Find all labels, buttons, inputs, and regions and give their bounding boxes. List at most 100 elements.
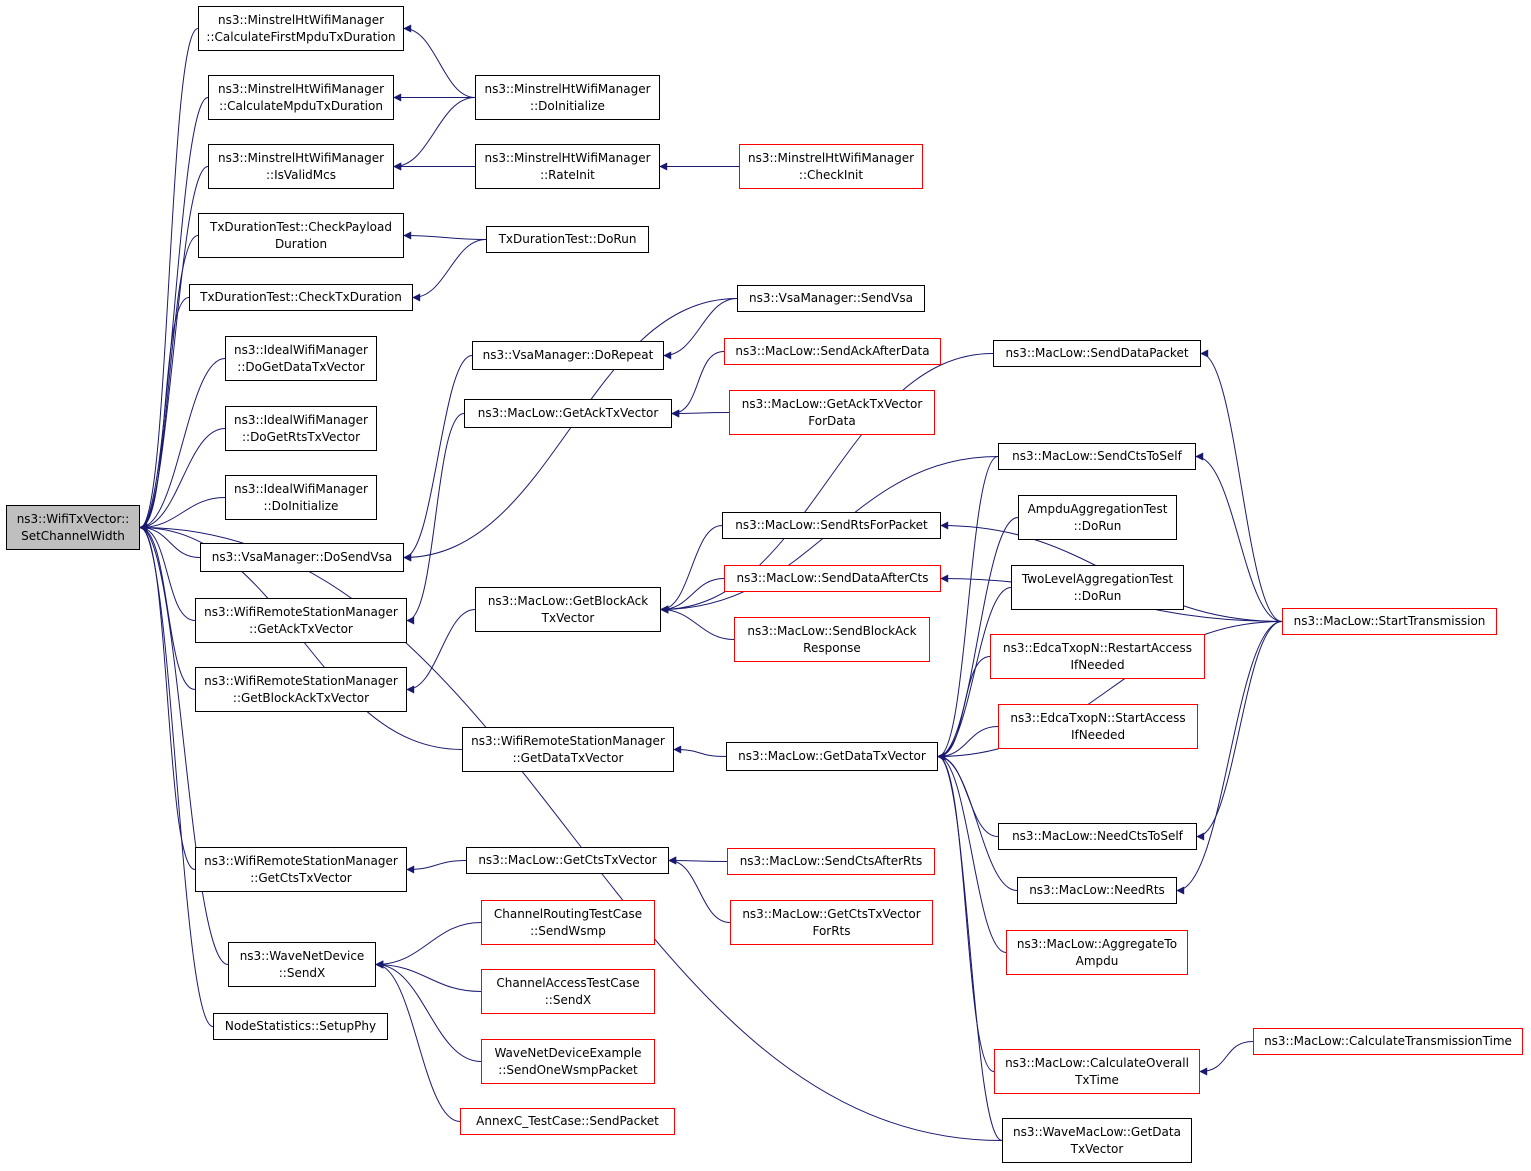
node-annexc[interactable]: AnnexC_TestCase::SendPacket bbox=[460, 1108, 675, 1135]
node-label-line: ns3::MinstrelHtWifiManager bbox=[217, 12, 385, 27]
node-ml-needrts[interactable]: ns3::MacLow::NeedRts bbox=[1017, 877, 1177, 904]
edge-ml-start-to-ml-needrts bbox=[1176, 621, 1283, 895]
node-vsa-send[interactable]: ns3::VsaManager::SendVsa bbox=[737, 285, 925, 312]
edge-tx-dorun-to-tx-payload bbox=[403, 231, 487, 240]
edge-vsa-repeat-to-vsa-dosend bbox=[403, 355, 473, 562]
node-crt-wsmp[interactable]: ChannelRoutingTestCase::SendWsmp bbox=[481, 900, 655, 945]
node-label-line: ::CalculateMpduTxDuration bbox=[219, 98, 383, 113]
node-ml-senddatapkt[interactable]: ns3::MacLow::SendDataPacket bbox=[993, 340, 1201, 367]
node-label-line: ::CheckInit bbox=[798, 167, 864, 182]
node-label-line: ns3::MacLow::SendBlockAck bbox=[747, 623, 917, 638]
node-ml-start[interactable]: ns3::MacLow::StartTransmission bbox=[1282, 608, 1497, 635]
node-ml-getdata[interactable]: ns3::MacLow::GetDataTxVector bbox=[726, 742, 938, 771]
node-wrsm-cts[interactable]: ns3::WifiRemoteStationManager::GetCtsTxV… bbox=[195, 847, 407, 892]
node-label-line: WaveNetDeviceExample bbox=[494, 1045, 642, 1060]
node-ht-doinit[interactable]: ns3::MinstrelHtWifiManager::DoInitialize bbox=[475, 75, 660, 120]
node-ht-rate[interactable]: ns3::MinstrelHtWifiManager::RateInit bbox=[475, 144, 660, 189]
node-vsa-dosend[interactable]: ns3::VsaManager::DoSendVsa bbox=[200, 543, 404, 572]
edge-wml-getdata-to-ml-getdata bbox=[937, 752, 1003, 1141]
node-label-line: Ampdu bbox=[1075, 953, 1119, 968]
node-label-line: ::SendX bbox=[544, 992, 592, 1007]
edge-ml-sendrts-to-ml-getblock bbox=[660, 525, 723, 614]
edge-vsa-send-to-vsa-dosend bbox=[403, 298, 738, 562]
edge-annexc-to-wave-sendx bbox=[375, 960, 461, 1122]
node-label-line: ns3::MacLow::GetCtsTxVector bbox=[742, 906, 921, 921]
node-ideal-rts[interactable]: ns3::IdealWifiManager::DoGetRtsTxVector bbox=[225, 406, 377, 451]
node-ideal-init[interactable]: ns3::IdealWifiManager::DoInitialize bbox=[225, 475, 377, 520]
node-label-line: ns3::MacLow::AggregateTo bbox=[1016, 936, 1178, 951]
node-label-line: TxDurationTest::DoRun bbox=[498, 232, 637, 246]
node-label-line: ForRts bbox=[812, 923, 851, 938]
node-ml-needcts[interactable]: ns3::MacLow::NeedCtsToSelf bbox=[998, 823, 1197, 850]
node-label-line: ::DoGetDataTxVector bbox=[237, 359, 365, 374]
node-label-line: ns3::MacLow::GetCtsTxVector bbox=[478, 853, 657, 867]
node-wave-sendx[interactable]: ns3::WaveNetDevice::SendX bbox=[228, 942, 376, 987]
edge-ml-start-to-ml-senddatapkt bbox=[1200, 349, 1283, 622]
node-tx-dorun[interactable]: TxDurationTest::DoRun bbox=[486, 226, 649, 253]
node-label-line: ns3::MacLow::GetDataTxVector bbox=[738, 749, 926, 763]
node-node-stats[interactable]: NodeStatistics::SetupPhy bbox=[213, 1013, 388, 1040]
edge-cat-sendx-to-wave-sendx bbox=[375, 960, 482, 992]
node-ht-first[interactable]: ns3::MinstrelHtWifiManager::CalculateFir… bbox=[198, 6, 404, 51]
edge-ml-senddatapkt-to-ml-getblock bbox=[660, 353, 994, 614]
node-ml-getcts[interactable]: ns3::MacLow::GetCtsTxVector bbox=[466, 847, 669, 874]
node-wrsm-data[interactable]: ns3::WifiRemoteStationManager::GetDataTx… bbox=[462, 727, 674, 772]
edge-ml-sendctstoself-to-ml-getdata bbox=[937, 456, 999, 761]
edge-wrsm-cts-to-root bbox=[139, 523, 196, 870]
edge-ml-senddataafter-to-ml-getblock bbox=[660, 578, 725, 614]
node-wrsm-ack[interactable]: ns3::WifiRemoteStationManager::GetAckTxV… bbox=[195, 598, 407, 643]
edge-ht-first-to-root bbox=[139, 28, 199, 532]
node-ideal-data[interactable]: ns3::IdealWifiManager::DoGetDataTxVector bbox=[225, 336, 377, 381]
edge-ht-doinit-to-ht-valid bbox=[393, 97, 476, 171]
edge-wave-sendx-to-root bbox=[139, 523, 229, 965]
node-tx-check[interactable]: TxDurationTest::CheckTxDuration bbox=[189, 284, 413, 311]
node-label-line: ns3::WaveNetDevice bbox=[239, 948, 365, 963]
node-ml-sendrts[interactable]: ns3::MacLow::SendRtsForPacket bbox=[722, 512, 941, 539]
node-ht-mpdu[interactable]: ns3::MinstrelHtWifiManager::CalculateMpd… bbox=[208, 75, 394, 120]
edge-ml-needrts-to-ml-getdata bbox=[937, 752, 1018, 891]
node-ml-sendackafter[interactable]: ns3::MacLow::SendAckAfterData bbox=[724, 338, 941, 365]
node-label-line: Response bbox=[803, 640, 861, 655]
edge-ml-getblock-to-wrsm-block bbox=[406, 609, 476, 694]
edge-ml-sendblockresp-to-ml-getblock bbox=[660, 605, 735, 640]
node-wnde-wsmp[interactable]: WaveNetDeviceExample::SendOneWsmpPacket bbox=[481, 1039, 655, 1084]
node-ht-valid[interactable]: ns3::MinstrelHtWifiManager::IsValidMcs bbox=[208, 144, 394, 189]
node-label-line: ns3::IdealWifiManager bbox=[234, 481, 368, 496]
edge-twolevel-dorun-to-ml-getdata bbox=[937, 587, 1012, 761]
node-ht-checkinit[interactable]: ns3::MinstrelHtWifiManager::CheckInit bbox=[739, 144, 923, 189]
edge-ml-start-to-ml-getdata bbox=[937, 621, 1283, 761]
node-vsa-repeat[interactable]: ns3::VsaManager::DoRepeat bbox=[472, 341, 664, 370]
node-cat-sendx[interactable]: ChannelAccessTestCase::SendX bbox=[481, 969, 655, 1014]
node-label-line: ns3::MinstrelHtWifiManager bbox=[217, 150, 385, 165]
node-twolevel-dorun[interactable]: TwoLevelAggregationTest::DoRun bbox=[1011, 565, 1184, 610]
edge-tx-dorun-to-tx-check bbox=[412, 239, 487, 302]
node-label-line: TxVector bbox=[541, 610, 595, 625]
node-label-line: ns3::MacLow::CalculateTransmissionTime bbox=[1264, 1034, 1512, 1048]
node-label-line: ::DoRun bbox=[1073, 518, 1122, 533]
node-ml-calctrans[interactable]: ns3::MacLow::CalculateTransmissionTime bbox=[1253, 1028, 1523, 1055]
node-ml-sendctsafter[interactable]: ns3::MacLow::SendCtsAfterRts bbox=[727, 848, 935, 875]
node-wrsm-block[interactable]: ns3::WifiRemoteStationManager::GetBlockA… bbox=[195, 667, 407, 712]
node-label-line: ::GetBlockAckTxVector bbox=[232, 690, 370, 705]
node-ml-senddataafter[interactable]: ns3::MacLow::SendDataAfterCts bbox=[724, 565, 941, 592]
node-label-line: ns3::MacLow::SendCtsToSelf bbox=[1012, 449, 1182, 463]
node-label-line: ns3::MinstrelHtWifiManager bbox=[217, 81, 385, 96]
node-label-line: ::GetDataTxVector bbox=[512, 750, 624, 765]
node-ml-getack[interactable]: ns3::MacLow::GetAckTxVector bbox=[464, 399, 672, 428]
node-ml-sendctstoself[interactable]: ns3::MacLow::SendCtsToSelf bbox=[998, 443, 1196, 470]
node-label-line: ns3::MinstrelHtWifiManager bbox=[484, 150, 651, 165]
edge-wnde-wsmp-to-wave-sendx bbox=[375, 960, 482, 1062]
node-label-line: ForData bbox=[808, 413, 856, 428]
node-ampdu-dorun[interactable]: AmpduAggregationTest::DoRun bbox=[1018, 495, 1177, 540]
node-label-line: ns3::WifiRemoteStationManager bbox=[204, 673, 398, 688]
